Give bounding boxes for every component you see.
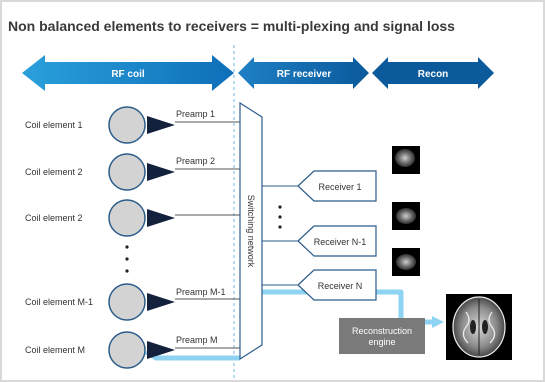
switching-network-block: [239, 101, 263, 361]
coil-circle-4: [108, 283, 146, 321]
preamp-label-1: Preamp 1: [176, 109, 215, 119]
diagram-title: Non balanced elements to receivers = mul…: [8, 18, 455, 34]
rf-receiver-header: RF receiver: [277, 69, 332, 80]
preamp-triangles: [147, 116, 175, 359]
recon-header: Recon: [418, 69, 449, 80]
coil-element-label-4: Coil element M-1: [25, 297, 93, 307]
preamp-triangle-5: [147, 341, 175, 359]
recon-header-arrow: [372, 57, 494, 89]
preamp-triangle-3: [147, 209, 175, 227]
preamp-label-4: Preamp M: [176, 335, 218, 345]
receiver-shape-3: [297, 269, 377, 301]
preamp-label-3: Preamp M-1: [176, 287, 226, 297]
receiver-label-1: Receiver 1: [318, 182, 361, 192]
receiver-shape-1: [297, 170, 377, 202]
coil-circle-5: [108, 331, 146, 369]
preamp-triangle-1: [147, 116, 175, 134]
switching-network-label: Switching network: [246, 195, 256, 268]
coil-element-label-2: Coil element 2: [25, 167, 83, 177]
coil-element-label-1: Coil element 1: [25, 120, 83, 130]
coil-circles: [108, 106, 146, 369]
coil-element-label-5: Coil element M: [25, 345, 85, 355]
receiver-label-2: Receiver N-1: [314, 237, 367, 247]
scan-thumbnails: [392, 146, 420, 276]
coil-element-label-3: Coil element 2: [25, 213, 83, 223]
preamp-triangle-4: [147, 293, 175, 311]
receiver-ellipsis: [278, 205, 282, 229]
receiver-shapes: [297, 170, 377, 301]
coil-ellipsis: [125, 245, 129, 273]
reconstructed-brain-image: [446, 294, 512, 360]
receiver-input-lines: [262, 185, 298, 286]
reconstruction-engine-box: [339, 318, 425, 354]
receiver-shape-2: [297, 225, 377, 257]
rf-receiver-header-arrow: [238, 57, 369, 89]
receiver-label-3: Receiver N: [318, 281, 363, 291]
coil-circle-1: [108, 106, 146, 144]
rf-coil-header: RF coil: [111, 69, 145, 80]
preamp-triangle-2: [147, 163, 175, 181]
rf-coil-header-arrow: [22, 55, 234, 91]
preamp-lines: [175, 121, 240, 349]
coil-circle-2: [108, 153, 146, 191]
preamp-label-2: Preamp 2: [176, 156, 215, 166]
signal-arrow-head: [432, 316, 444, 328]
coil-circle-3: [108, 199, 146, 237]
